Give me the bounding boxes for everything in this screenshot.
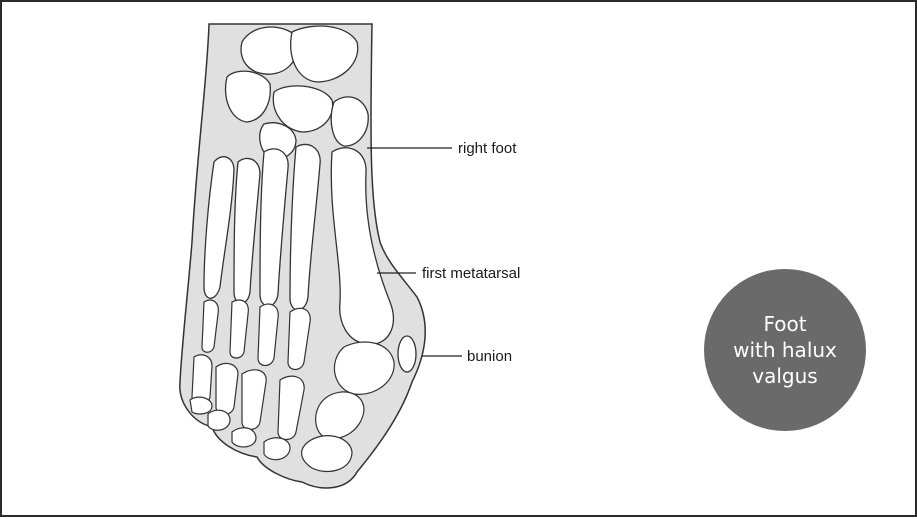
label-right-foot: right foot xyxy=(458,141,516,156)
toe-4-tip xyxy=(208,410,230,430)
bunion-bump xyxy=(398,336,416,372)
title-badge: Foot with halux valgus xyxy=(704,269,866,431)
hallux-distal xyxy=(302,436,352,472)
badge-line-1: Foot xyxy=(763,311,806,337)
toe-5-tip xyxy=(190,397,212,414)
toe-2-tip xyxy=(264,438,290,460)
toe-3-tip xyxy=(232,428,256,447)
first-metatarsal-bone xyxy=(331,148,393,345)
label-bunion: bunion xyxy=(467,349,512,364)
badge-line-2: with halux xyxy=(733,337,837,363)
badge-line-3: valgus xyxy=(752,363,817,389)
label-first-metatarsal: first metatarsal xyxy=(422,266,520,281)
